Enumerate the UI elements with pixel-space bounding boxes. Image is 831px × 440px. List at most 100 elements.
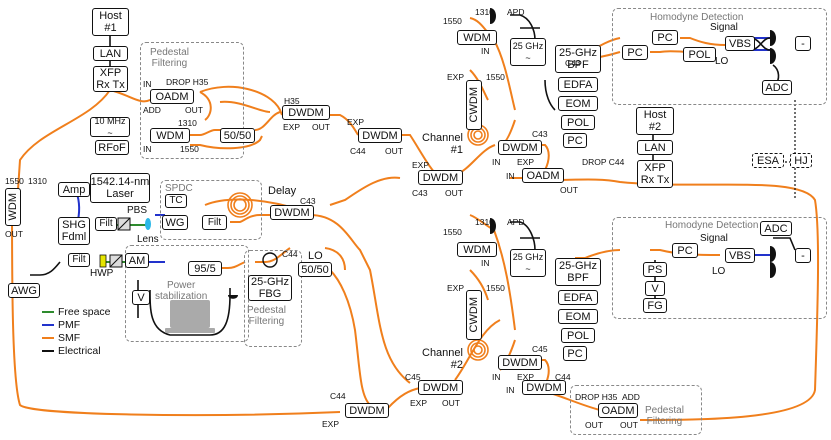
hwp-label: HWP	[90, 268, 114, 279]
port-label: OUT	[5, 229, 23, 239]
port-label: OUT	[620, 420, 638, 430]
box-line: XFP	[99, 67, 122, 79]
box-line: XFP	[644, 162, 666, 174]
dwdm-bottom-rx-box: DWDM	[498, 355, 542, 370]
vbs-bottom-box: VBS	[725, 248, 755, 263]
port-label: C43	[565, 58, 581, 68]
homodyne-detection-label-bottom: Homodyne Detection	[665, 220, 759, 231]
box-line: 25 GHz	[512, 252, 544, 262]
pedestal-filtering-label-3: Pedestal Filtering	[645, 405, 684, 427]
eom-top-box: EOM	[558, 96, 598, 111]
box-line: BPF	[567, 59, 589, 71]
port-label: EXP	[347, 117, 365, 127]
box-line: ~	[525, 53, 531, 63]
port-label: IN	[492, 157, 501, 167]
port-label: OUT	[445, 188, 463, 198]
port-label: EXP	[447, 72, 465, 82]
dwdm-c44-box: DWDM	[358, 128, 402, 143]
tc-box: TC	[165, 194, 187, 208]
splitter-955-box: 95/5	[188, 261, 222, 276]
am-box: AM	[125, 253, 149, 268]
minus-top-box: -	[795, 36, 811, 51]
filter1-box: Filt	[95, 217, 117, 231]
box-line: Host	[643, 109, 667, 121]
rfof-box: RFoF	[95, 140, 129, 155]
port-label: 1550	[486, 283, 505, 293]
legend-item-electrical: Electrical	[42, 345, 111, 357]
port-label: EXP	[410, 398, 428, 408]
lo-label-mid: LO	[308, 250, 323, 262]
signal-label-bottom: Signal	[700, 233, 728, 244]
dwdm-bottom-oadm-box: DWDM	[522, 380, 566, 395]
port-label: IN	[481, 258, 490, 268]
channel2-label: Channel #2	[422, 347, 463, 371]
box-line: FBG	[258, 288, 282, 300]
port-label: OUT	[585, 420, 603, 430]
homodyne-detection-region-bottom	[612, 217, 827, 319]
adc-bottom-box: ADC	[760, 221, 792, 236]
wdm-top-box: WDM	[457, 30, 497, 45]
box-line: #1	[104, 22, 117, 34]
ten-mhz-source-box: 10 MHz~	[90, 116, 130, 138]
cwdm-bottom-box: CWDM	[466, 290, 482, 340]
oadm1-box: OADM	[150, 89, 194, 104]
port-label: C43	[532, 129, 548, 139]
ps-bottom-box: PS	[643, 262, 667, 277]
pedestal-filtering-label-1: Pedestal Filtering	[150, 47, 189, 69]
port-label: C44	[555, 372, 571, 382]
hj-box: HJ	[790, 153, 812, 168]
apd-label-bottom: APD	[507, 217, 525, 227]
legend-swatch	[42, 324, 54, 326]
port-label: H35	[284, 96, 300, 106]
legend-label: Free space	[58, 306, 111, 318]
channel1-label: Channel #1	[422, 132, 463, 156]
v-bottom-box: V	[645, 281, 665, 296]
dotted-links	[785, 100, 800, 200]
oadm-bottom-box: OADM	[598, 403, 638, 418]
dwdm-c45-box: DWDM	[418, 380, 463, 395]
pedestal-filtering-region-2	[244, 250, 302, 347]
splitter-5050-a: 50/50	[220, 128, 255, 143]
box-line: 25-GHz	[559, 47, 597, 59]
pol-bottom-box: POL	[561, 328, 595, 343]
dwdm-bottom-box: DWDM	[345, 403, 389, 418]
port-label: EXP	[412, 160, 430, 170]
port-label: C44	[282, 249, 298, 259]
mod-25ghz-bottom: 25 GHz~	[510, 249, 546, 277]
dwdm-h35-box: DWDM	[282, 105, 330, 120]
pol-top-box: POL	[561, 115, 595, 130]
fg-bottom-box: FG	[643, 298, 667, 313]
port-label: OUT	[185, 105, 203, 115]
mod-25ghz-top: 25 GHz~	[510, 38, 546, 66]
splitter-5050-b: 50/50	[298, 262, 332, 277]
box-line: Laser	[106, 188, 134, 200]
homodyne-detection-label-top: Homodyne Detection	[650, 12, 744, 23]
legend-swatch	[42, 337, 54, 339]
port-label: C44	[350, 146, 366, 156]
delay-label: Delay	[268, 185, 297, 197]
dwdm-delay-box: DWDM	[270, 205, 314, 220]
port-label: C43	[412, 188, 428, 198]
lan2-box: LAN	[637, 140, 673, 155]
wdm-left-box: WDM	[5, 188, 21, 226]
wdm1-box: WDM	[150, 128, 190, 143]
box-line: BPF	[567, 272, 589, 284]
port-label: 1310	[178, 118, 197, 128]
host1-box: Host#1	[92, 8, 129, 36]
port-label: 1550	[486, 72, 505, 82]
pc-top2-box: PC	[622, 45, 648, 60]
port-label: 1310	[28, 176, 47, 186]
port-label: C43	[300, 196, 316, 206]
pc-top3-box: PC	[563, 133, 587, 148]
pc-bottom-box: PC	[672, 243, 698, 258]
homodyne-detection-region-top	[612, 8, 827, 105]
port-label: DROP H35	[575, 392, 618, 402]
awg-box: AWG	[8, 283, 40, 298]
port-label: C45	[405, 372, 421, 382]
